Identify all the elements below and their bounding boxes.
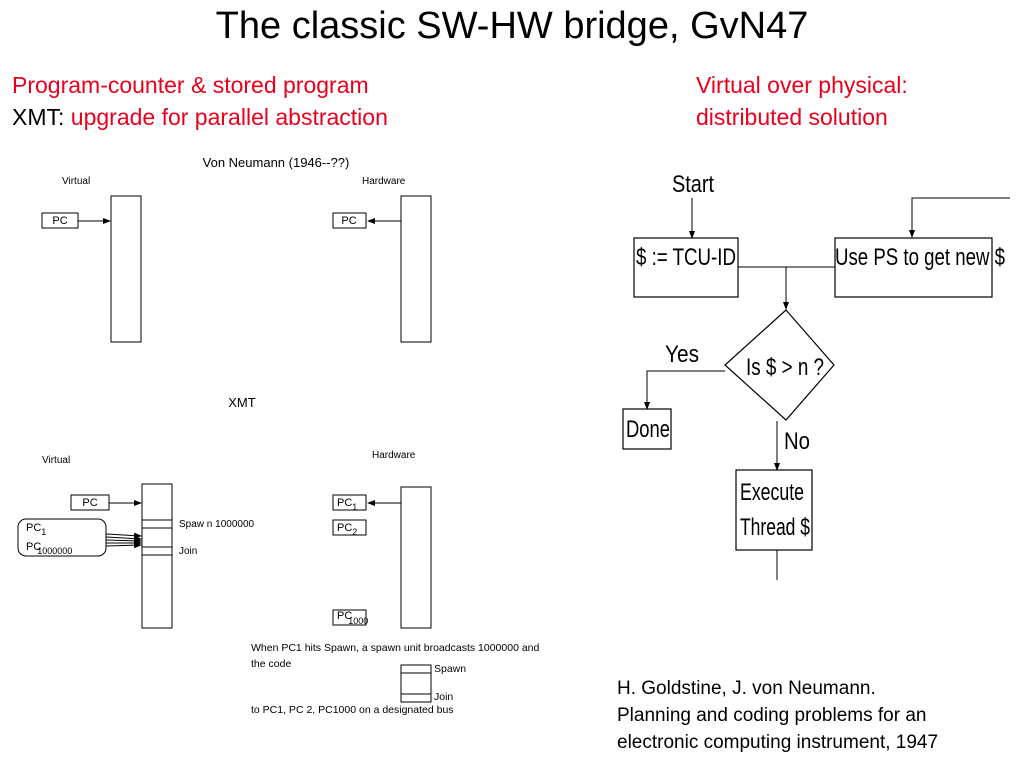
xmt-legend-box [400,664,432,703]
flow-use-ps-label: Use PS to get new $ [835,244,1005,271]
reference-line2: Planning and coding problems for an [617,705,927,726]
flow-execute-line2: Thread $ [740,514,810,541]
flow-no-label: No [784,428,810,455]
xmt-broadcast-arrows [105,532,142,549]
xmt-caption-line2: the code [251,658,291,670]
xmt-hw-pc1-box [332,494,367,511]
xmt-group-pc1: PC1 [26,522,46,537]
flow-start-label: Start [672,171,714,198]
xmt-legend-join: Join [434,691,453,703]
slide-title: The classic SW-HW bridge, GvN47 [215,5,809,47]
xmt-hardware-memory [400,486,432,629]
flow-done-label: Done [626,416,670,443]
vn-hardware-pc-label: PC [341,215,356,227]
left-heading-xmt: XMT: [12,104,71,130]
flow-assign-label: $ := TCU-ID [636,244,736,271]
vn-hardware-pc-box [332,212,367,229]
vn-virtual-pc-label: PC [52,215,67,227]
xmt-virtual-label: Virtual [42,455,70,466]
left-heading-line2: XMT: upgrade for parallel abstraction [12,102,388,132]
xmt-hw-pc2-label: PC2 [337,522,357,537]
vn-hardware-label: Hardware [362,176,406,187]
right-heading-line2: distributed solution [696,104,888,130]
xmt-join-label: Join [179,546,197,557]
flow-decision-label: Is $ > n ? [746,354,824,381]
xmt-caption-line3: to PC1, PC 2, PC1000 on a designated bus [251,704,454,716]
left-heading-upgrade: upgrade for parallel abstraction [70,104,388,130]
flow-execute-box [735,469,813,551]
reference-line3: electronic computing instrument, 1947 [617,732,939,753]
xmt-hardware-label: Hardware [372,450,416,461]
xmt-virtual-pc-label: PC [82,497,97,509]
flow-done-box [622,408,672,450]
vn-hardware-memory [400,195,432,343]
flow-yes-label: Yes [665,341,699,368]
xmt-hw-pc1-label: PC1 [337,497,357,512]
vn-virtual-memory [110,195,142,343]
flow-execute-line1: Execute [740,479,804,506]
flow-loop-arrow [909,197,1010,238]
xmt-spawn-label: Spaw n 1000000 [179,519,255,530]
vn-title: Von Neumann (1946--??) [203,155,350,170]
xmt-diagram: XMT Virtual Hardware PC Spaw n 1000000 J… [17,395,540,716]
von-neumann-diagram: Von Neumann (1946--??) Virtual Hardware … [41,155,432,343]
xmt-legend-spawn: Spawn [434,663,466,675]
flow-decision-diamond [724,309,835,421]
right-heading-line1: Virtual over physical: [696,72,908,98]
flowchart: Start $ := TCU-ID Use PS to get new $ Is… [622,171,1010,580]
reference-line1: H. Goldstine, J. von Neumann. [617,678,876,699]
xmt-title: XMT [228,395,256,410]
xmt-hw-pc2-box [332,519,367,536]
xmt-hw-pcn-label: PC1000 [337,610,368,626]
left-heading-line1: Program-counter & stored program [12,72,369,98]
xmt-group-pcn: PC1000000 [26,541,72,556]
xmt-caption-line1: When PC1 hits Spawn, a spawn unit broadc… [251,642,540,654]
xmt-virtual-memory [141,483,173,629]
flow-yes-arrow [644,370,725,410]
xmt-hw-pcn-box [332,609,367,626]
vn-virtual-label: Virtual [62,176,90,187]
